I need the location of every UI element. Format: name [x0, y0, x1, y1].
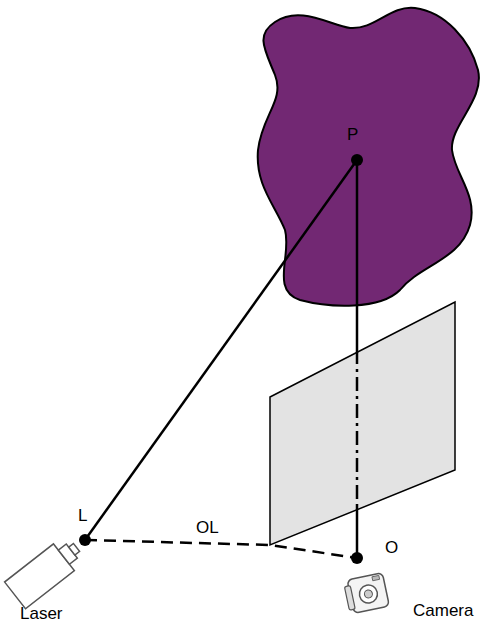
- camera-ray-hidden: [356, 350, 359, 505]
- distance-label: OL: [196, 519, 219, 536]
- point-p: [351, 154, 363, 166]
- point-label: L: [78, 507, 87, 524]
- point-label: P: [347, 126, 358, 143]
- device-label: Camera: [413, 602, 473, 619]
- device-label: Laser: [20, 605, 63, 622]
- camera-icon: [343, 573, 389, 615]
- point-label: O: [385, 539, 398, 556]
- laser-ray: [85, 160, 357, 540]
- object-surface: [258, 8, 479, 306]
- camera-ray: [356, 505, 359, 558]
- baseline: [85, 540, 357, 558]
- image-plane: [270, 302, 455, 545]
- laser-icon: [5, 534, 87, 609]
- point-l: [79, 534, 91, 546]
- point-o: [351, 552, 363, 564]
- camera-ray: [356, 160, 359, 350]
